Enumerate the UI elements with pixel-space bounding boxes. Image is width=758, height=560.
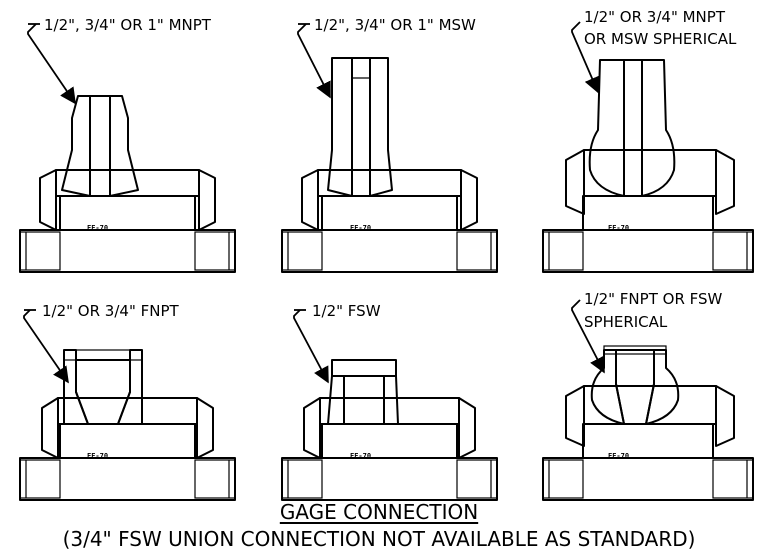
fitting-fnpt-fsw-spherical: FE-70 [542, 299, 754, 501]
fitting-label-spherical-line2: OR MSW SPHERICAL [584, 30, 737, 48]
fitting-label-fnpt-fsw-spherical-line2: SPHERICAL [584, 313, 668, 331]
fitting-mnpt: FE-70 [19, 23, 236, 273]
base-flange: FE-70 [281, 224, 498, 273]
drawing-note: (3/4" FSW UNION CONNECTION NOT AVAILABLE… [62, 527, 696, 551]
fitting-msw: FE-70 [281, 23, 498, 273]
fitting-mnpt-msw-spherical: FE-70 [542, 21, 754, 273]
base-flange: FE-70 [19, 224, 236, 273]
base-marking: FE-70 [608, 224, 629, 232]
base-marking: FE-70 [350, 224, 371, 232]
base-flange: FE-70 [542, 452, 754, 501]
fitting-label-mnpt: 1/2", 3/4" OR 1" MNPT [44, 16, 212, 34]
base-flange: FE-70 [542, 224, 754, 273]
base-flange: FE-70 [19, 452, 236, 501]
base-marking: FE-70 [87, 452, 108, 460]
fitting-label-fsw: 1/2" FSW [312, 302, 381, 320]
fitting-label-fnpt: 1/2" OR 3/4" FNPT [42, 302, 180, 320]
fitting-label-spherical-line1: 1/2" OR 3/4" MNPT [584, 8, 726, 26]
fitting-fnpt: FE-70 [19, 309, 236, 501]
base-marking: FE-70 [608, 452, 629, 460]
fitting-fsw: FE-70 [281, 309, 498, 501]
fitting-label-fnpt-fsw-spherical-line1: 1/2" FNPT OR FSW [584, 290, 723, 308]
base-flange: FE-70 [281, 452, 498, 501]
base-marking: FE-70 [350, 452, 371, 460]
drawing-title: GAGE CONNECTION [279, 500, 479, 524]
base-marking: FE-70 [87, 224, 108, 232]
fitting-label-msw: 1/2", 3/4" OR 1" MSW [314, 16, 476, 34]
